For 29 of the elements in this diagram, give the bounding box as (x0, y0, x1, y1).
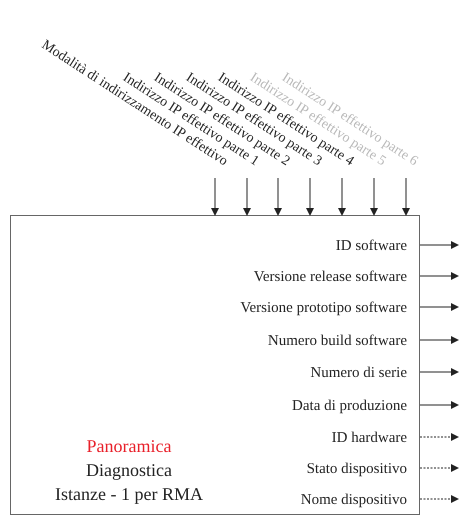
arrow (420, 272, 459, 280)
block-title: Diagnostica (86, 459, 172, 482)
output-label: ID hardware (332, 427, 419, 449)
output-label: Numero di serie (310, 362, 419, 384)
arrow (420, 464, 459, 472)
output-label: ID software (336, 235, 419, 257)
arrow (420, 336, 459, 344)
arrow (402, 178, 410, 216)
output-label: Stato dispositivo (306, 458, 419, 480)
output-label: Nome dispositivo (300, 489, 419, 511)
arrow (370, 178, 378, 216)
arrow (306, 178, 314, 216)
block-title: Istanze - 1 per RMA (55, 483, 203, 506)
arrow (420, 241, 459, 249)
arrow (243, 178, 251, 216)
arrow (420, 433, 459, 441)
output-label: Numero build software (268, 330, 419, 352)
arrow (420, 401, 459, 409)
block-box (10, 215, 420, 515)
output-label: Versione release software (254, 266, 419, 288)
arrow (211, 178, 219, 216)
arrow (420, 303, 459, 311)
block-category: Panoramica (86, 435, 172, 458)
output-label: Versione prototipo software (240, 297, 419, 319)
arrow (274, 178, 282, 216)
output-label: Data di produzione (292, 395, 419, 417)
arrow (338, 178, 346, 216)
arrow (420, 495, 459, 503)
arrow (420, 368, 459, 376)
